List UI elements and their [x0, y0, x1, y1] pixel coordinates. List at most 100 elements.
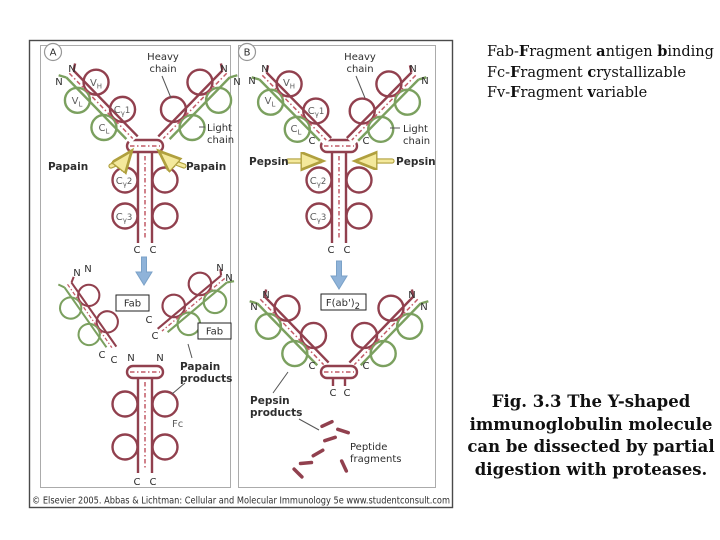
vh-domain-label: VH: [90, 78, 102, 91]
c-terminus-label: C: [111, 355, 118, 366]
papain-label-right: Papain: [186, 161, 226, 173]
cg1-domain-label: Cγ1: [114, 105, 131, 118]
light-chain-label: chain: [207, 135, 234, 146]
panel-b-product-labels: F(ab')2 N N N N C C C C Pepsin products …: [250, 290, 428, 465]
n-terminus-label: N: [225, 273, 232, 284]
panel-a-letter: A: [50, 48, 57, 59]
panel-a-intact-labels: N N N N VH VL Cγ1 CL Heavy chain Light c…: [48, 52, 241, 256]
pepsin-label-right: Pepsin: [396, 156, 436, 168]
fab-label-2: Fab: [206, 327, 223, 338]
fab2-box: [320, 293, 367, 311]
panel-b-box: [238, 45, 436, 488]
pepsin-products-label: products: [250, 407, 302, 419]
panel-a-products: [45, 256, 245, 473]
vl-domain-label: VL: [265, 96, 276, 109]
caption-line: digestion with proteases.: [474, 459, 708, 479]
panel-b-intact-labels: N N N N VH VL Cγ1 CL C C Heavy chain Lig…: [248, 52, 435, 256]
fab-label-1: Fab: [124, 299, 141, 310]
n-terminus-label: N: [421, 76, 428, 87]
vh-domain-label: VH: [283, 78, 295, 91]
c-terminus-label: C: [152, 331, 159, 342]
papain-products-label: products: [180, 373, 232, 385]
n-terminus-label: N: [156, 353, 163, 364]
panel-a-product-labels: N N N N C C C C Fab Fab Papain products …: [73, 263, 232, 488]
heavy-chain-label: chain: [346, 64, 373, 75]
caption-line: Fig. 3.3 The Y-shaped: [491, 392, 691, 411]
light-chain-label: chain: [403, 136, 430, 147]
digestion-arrow-papain: [135, 256, 153, 286]
c-terminus-label: C: [328, 245, 335, 256]
panel-b-intact-antibody: [238, 51, 440, 245]
c-terminus-label: C: [309, 361, 316, 372]
panel-b-letter-circle: [237, 42, 257, 62]
cg3-domain-label: Cγ3: [116, 212, 133, 225]
heavy-chain-label: chain: [149, 64, 176, 75]
c-terminus-label: C: [150, 245, 157, 256]
c-terminus-label: C: [150, 477, 157, 488]
cg2-domain-label: Cγ2: [116, 176, 133, 189]
fab2-label: F(ab')2: [326, 298, 360, 312]
fab-box-2: [197, 322, 232, 340]
peptide-fragments-label: Peptide: [350, 442, 387, 453]
cg1-domain-label: Cγ1: [308, 106, 325, 119]
c-terminus-label: C: [330, 388, 337, 399]
n-terminus-label: N: [409, 64, 416, 75]
n-terminus-label: N: [73, 268, 80, 279]
c-terminus-label: C: [344, 388, 351, 399]
heavy-chain-label: Heavy: [344, 52, 376, 63]
heavy-chain-label: Heavy: [147, 52, 179, 63]
panel-a-letter-circle: [43, 42, 63, 62]
n-terminus-label: N: [408, 290, 415, 301]
n-terminus-label: N: [55, 77, 62, 88]
n-terminus-label: N: [262, 290, 269, 301]
n-terminus-label: N: [84, 264, 91, 275]
fc-label: Fc: [172, 419, 183, 430]
c-terminus-label: C: [363, 136, 370, 147]
c-terminus-label: C: [146, 315, 153, 326]
panel-a-intact-antibody: [45, 50, 251, 245]
n-terminus-label: N: [250, 302, 257, 313]
caption-line: immunoglobulin molecule: [469, 414, 713, 434]
n-terminus-label: N: [261, 64, 268, 75]
c-terminus-label: C: [99, 350, 106, 361]
c-terminus-label: C: [344, 245, 351, 256]
n-terminus-label: N: [216, 263, 223, 274]
pepsin-label-left: Pepsin: [249, 156, 289, 168]
cg3-domain-label: Cγ3: [310, 212, 327, 225]
n-terminus-label: N: [68, 64, 75, 75]
light-chain-label: Light: [207, 123, 232, 134]
definition-fc: Fc-Fragment crystallizable: [487, 63, 686, 81]
papain-products-pointer: [171, 382, 186, 395]
heavy-chain-pointer: [161, 75, 172, 99]
panel-a-box: [40, 45, 231, 488]
figure-border: [28, 39, 454, 509]
heavy-chain-pointer: [355, 75, 366, 99]
copyright-line: © Elsevier 2005. Abbas & Lichtman: Cellu…: [32, 496, 450, 507]
papain-products-label: Papain: [180, 361, 220, 373]
cg2-domain-label: Cγ2: [310, 176, 327, 189]
n-terminus-label: N: [420, 302, 427, 313]
peptide-fragments-label: fragments: [350, 454, 401, 465]
digestion-arrow-pepsin: [330, 260, 348, 290]
peptide-fragments: [292, 419, 350, 479]
figure-caption: Fig. 3.3 The Y-shaped immunoglobulin mol…: [464, 391, 718, 481]
n-terminus-label: N: [127, 353, 134, 364]
panel-b-letter: B: [244, 48, 251, 59]
light-chain-label: Light: [403, 124, 428, 135]
pepsin-products-pointer: [298, 418, 320, 431]
vl-domain-label: VL: [72, 96, 83, 109]
definition-fab: Fab-Fragment antigen binding: [487, 43, 714, 60]
pepsin-products-pointer: [272, 371, 289, 394]
fragment-definitions: Fab-Fragment antigen binding Fc-Fragment…: [487, 42, 714, 104]
panel-b-products: [236, 276, 442, 479]
c-terminus-label: C: [309, 136, 316, 147]
papain-products-pointer: [187, 343, 193, 359]
c-terminus-label: C: [363, 361, 370, 372]
c-terminus-label: C: [134, 245, 141, 256]
n-terminus-label: N: [248, 76, 255, 87]
n-terminus-label: N: [220, 64, 227, 75]
papain-label-left: Papain: [48, 161, 88, 173]
caption-line: can be dissected by partial: [467, 437, 715, 456]
